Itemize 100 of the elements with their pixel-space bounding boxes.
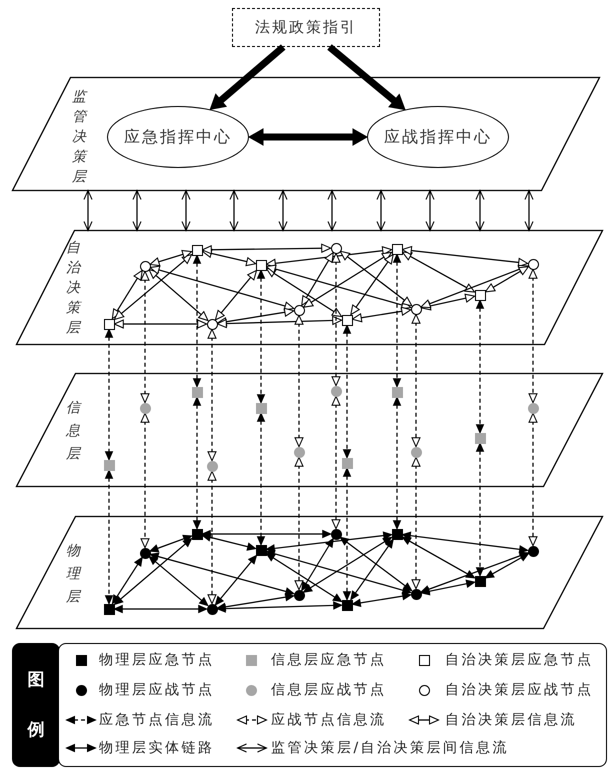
legend-text: 自治决策层信息流 (445, 711, 577, 729)
dashed-arrow (140, 270, 150, 404)
dashed-arrow (332, 396, 340, 530)
square-node (256, 544, 266, 556)
arrow (266, 550, 412, 594)
arrow (376, 190, 386, 231)
square-node (192, 528, 202, 540)
arrow (202, 530, 332, 538)
arrow (214, 554, 258, 606)
layer-label: 自治决策层 (66, 239, 81, 338)
circle-node (410, 304, 422, 314)
square-node (192, 244, 202, 256)
arrow (420, 264, 529, 308)
dashed-arrow (528, 412, 538, 546)
circle-node (140, 402, 150, 414)
arrow (340, 250, 412, 306)
square-node (256, 402, 266, 414)
thick-arrow (248, 128, 368, 146)
arrow (112, 556, 143, 604)
arrow (420, 580, 476, 596)
square-node (104, 318, 114, 330)
arrow (484, 266, 529, 292)
arrow (266, 246, 392, 268)
legend-text: 信息层应战节点 (271, 681, 386, 699)
arrow (266, 532, 392, 552)
arrow (484, 553, 529, 578)
dashed-arrow (476, 442, 484, 576)
arrow (150, 552, 294, 596)
arrow (114, 320, 208, 328)
circle-node (528, 402, 538, 414)
square-node (392, 528, 402, 540)
dashed-arrow (476, 300, 484, 434)
arrow (350, 254, 394, 316)
circle-node (206, 318, 218, 330)
layer-plane (16, 516, 603, 629)
arrow (352, 306, 412, 322)
node-label: 应战指挥中心 (384, 126, 492, 148)
arrow (420, 294, 476, 310)
dashed-arrow (528, 268, 538, 404)
arrow (266, 552, 342, 602)
square-node (256, 260, 266, 270)
dashed-arrow (294, 314, 304, 448)
dashed-arrow (208, 470, 216, 604)
arrow (230, 190, 238, 231)
node-label: 法规政策指引 (255, 18, 357, 37)
dashed-box (232, 8, 380, 47)
arrow (114, 538, 192, 605)
legend-title: 图例 (12, 643, 60, 767)
dashed-arrow (412, 314, 420, 448)
arrow (352, 592, 412, 607)
dashed-arrow (343, 468, 351, 600)
arrow (216, 593, 294, 611)
arrow (216, 316, 342, 328)
circle-node (294, 590, 304, 600)
square-node (104, 460, 114, 470)
circle-node (410, 446, 422, 458)
layer-plane (16, 230, 603, 345)
legend-text: 自治决策层应战节点 (445, 681, 594, 699)
arrow (148, 556, 208, 606)
arrow (216, 601, 342, 613)
arrow (302, 536, 392, 593)
circle-node (294, 446, 304, 458)
dashed-arrow (294, 456, 304, 590)
arrow (476, 190, 484, 231)
arrow (216, 308, 294, 326)
circle-node (140, 260, 150, 272)
circle-node (330, 242, 342, 254)
legend-text: 物理层实体链路 (99, 739, 214, 757)
arrow (426, 190, 434, 231)
legend-text: 应急节点信息流 (99, 711, 214, 729)
square-node (474, 576, 486, 586)
node-label: 应急指挥中心 (124, 126, 232, 148)
legend-text: 物理层应战节点 (99, 681, 214, 699)
circle-node (528, 546, 538, 556)
arrow (402, 246, 528, 267)
arrow (132, 190, 142, 231)
layer-plane (16, 373, 603, 487)
dashed-arrow (332, 252, 340, 386)
layer-label: 信息层 (66, 399, 81, 464)
arrow (402, 251, 476, 293)
square-node (342, 600, 352, 610)
arrow (182, 190, 190, 231)
dashed-arrow (208, 328, 216, 462)
dashed-arrow (393, 396, 401, 530)
circle-node (140, 548, 150, 558)
dashed-arrow (140, 412, 150, 548)
layer-plane (12, 77, 600, 191)
dashed-arrow (343, 324, 351, 458)
arrow (202, 248, 256, 266)
circle-node (206, 460, 218, 472)
square-node (392, 244, 402, 254)
arrow (266, 264, 412, 310)
arrow (301, 252, 334, 306)
arrow (301, 538, 334, 591)
arrow (402, 536, 476, 578)
circle-node (528, 258, 538, 270)
circle-node (330, 528, 342, 540)
square-node (192, 386, 202, 398)
arrow (202, 244, 332, 254)
square-node (474, 290, 486, 300)
